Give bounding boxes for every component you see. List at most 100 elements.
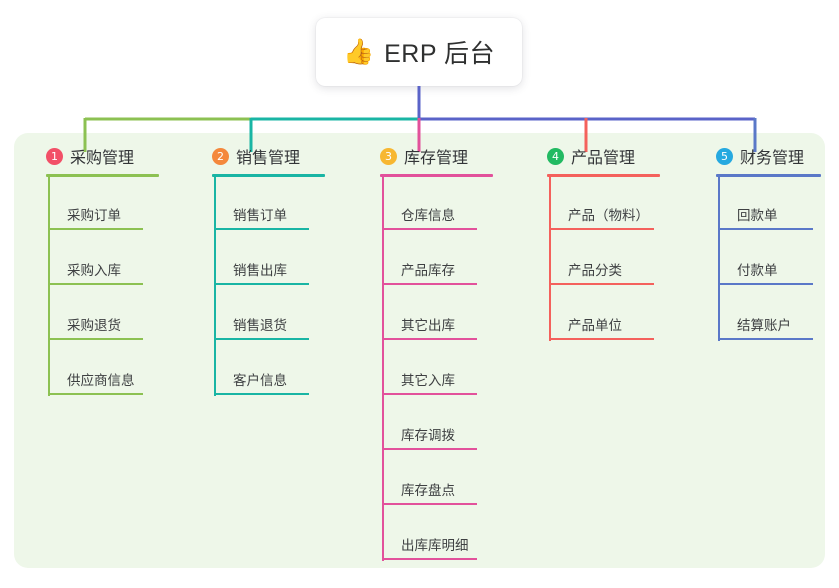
branch-column-3: 3 库存管理仓库信息产品库存其它出库其它入库库存调拨库存盘点出库库明细 [366,143,526,562]
branch-header-1[interactable]: 1 采购管理 [32,143,192,169]
leaf-item-label: 产品分类 [568,263,622,278]
branch-header-5[interactable]: 5 财务管理 [702,143,839,169]
branch-spine-3 [382,177,384,561]
leaf-item[interactable]: 结算账户 [702,287,839,342]
leaf-item-underline [382,448,477,450]
leaf-item-label: 销售退货 [233,318,287,333]
leaf-item-label: 销售出库 [233,263,287,278]
leaf-item-label: 产品单位 [568,318,622,333]
branch-column-1: 1 采购管理采购订单采购入库采购退货供应商信息 [32,143,192,397]
leaf-item-underline [48,393,143,395]
leaf-item[interactable]: 产品库存 [366,232,526,287]
branch-header-4[interactable]: 4 产品管理 [533,143,693,169]
branch-underline-3 [380,174,493,177]
branch-items-3: 仓库信息产品库存其它出库其它入库库存调拨库存盘点出库库明细 [366,177,526,562]
diagram-panel [14,133,825,568]
leaf-item[interactable]: 供应商信息 [32,342,192,397]
branch-underline-5 [716,174,821,177]
branch-spine-4 [549,177,551,341]
leaf-item-underline [718,338,813,340]
leaf-item[interactable]: 销售出库 [198,232,358,287]
leaf-item-label: 库存调拨 [401,428,455,443]
leaf-item-underline [382,503,477,505]
branch-title-2: 销售管理 [236,150,301,167]
branch-column-2: 2 销售管理销售订单销售出库销售退货客户信息 [198,143,358,397]
leaf-item-label: 采购退货 [67,318,121,333]
leaf-item[interactable]: 产品（物料） [533,177,693,232]
leaf-item-label: 库存盘点 [401,483,455,498]
branch-title-1: 采购管理 [70,150,135,167]
branch-items-4: 产品（物料） 产品分类产品单位 [533,177,693,342]
branch-spine-5 [718,177,720,341]
leaf-item[interactable]: 出库库明细 [366,507,526,562]
leaf-item-label: 销售订单 [233,208,287,223]
leaf-item-underline [718,283,813,285]
leaf-item-underline [382,338,477,340]
leaf-item-label: 产品库存 [401,263,455,278]
branch-title-4: 产品管理 [571,150,636,167]
branch-underline-2 [212,174,325,177]
leaf-item-label: 其它入库 [401,373,455,388]
leaf-item[interactable]: 销售订单 [198,177,358,232]
leaf-item-label: 结算账户 [737,318,791,333]
leaf-item-underline [382,393,477,395]
branch-underline-1 [46,174,159,177]
branch-badge-5: 5 [716,147,733,165]
branch-badge-4: 4 [547,147,564,165]
leaf-item[interactable]: 库存调拨 [366,397,526,452]
leaf-item[interactable]: 其它出库 [366,287,526,342]
root-node-card[interactable]: 👍 ERP 后台 [316,18,522,86]
leaf-item-underline [549,283,654,285]
leaf-item-label: 出库库明细 [401,538,469,553]
leaf-item[interactable]: 回款单 [702,177,839,232]
branch-header-2[interactable]: 2 销售管理 [198,143,358,169]
leaf-item[interactable]: 采购退货 [32,287,192,342]
branch-badge-3: 3 [380,147,397,165]
leaf-item[interactable]: 客户信息 [198,342,358,397]
branch-title-3: 库存管理 [404,150,469,167]
leaf-item-underline [382,283,477,285]
leaf-item-underline [214,228,309,230]
leaf-item-label: 采购入库 [67,263,121,278]
leaf-item-label: 回款单 [737,208,778,223]
branch-underline-4 [547,174,660,177]
leaf-item[interactable]: 产品单位 [533,287,693,342]
leaf-item[interactable]: 其它入库 [366,342,526,397]
leaf-item-underline [214,393,309,395]
branch-column-4: 4 产品管理产品（物料） 产品分类产品单位 [533,143,693,342]
leaf-item-label: 其它出库 [401,318,455,333]
branch-title-5: 财务管理 [740,150,805,167]
leaf-item-underline [214,338,309,340]
leaf-item-underline [382,558,477,560]
leaf-item[interactable]: 仓库信息 [366,177,526,232]
branch-column-5: 5 财务管理回款单付款单结算账户 [702,143,839,342]
leaf-item-label: 采购订单 [67,208,121,223]
leaf-item[interactable]: 销售退货 [198,287,358,342]
leaf-item-underline [48,338,143,340]
leaf-item-label: 客户信息 [233,373,287,388]
branch-badge-1: 1 [46,147,63,165]
leaf-item[interactable]: 采购入库 [32,232,192,287]
root-node-title: ERP 后台 [384,40,496,68]
branch-badge-2: 2 [212,147,229,165]
leaf-item[interactable]: 采购订单 [32,177,192,232]
branch-header-3[interactable]: 3 库存管理 [366,143,526,169]
branch-items-2: 销售订单销售出库销售退货客户信息 [198,177,358,397]
leaf-item[interactable]: 产品分类 [533,232,693,287]
leaf-item[interactable]: 库存盘点 [366,452,526,507]
leaf-item-underline [549,338,654,340]
leaf-item-underline [549,228,654,230]
leaf-item-underline [382,228,477,230]
leaf-item-underline [48,228,143,230]
leaf-item[interactable]: 付款单 [702,232,839,287]
branch-items-5: 回款单付款单结算账户 [702,177,839,342]
thumbs-up-icon: 👍 [342,37,375,66]
leaf-item-label: 供应商信息 [67,373,135,388]
leaf-item-label: 仓库信息 [401,208,455,223]
branch-spine-1 [48,177,50,396]
branch-spine-2 [214,177,216,396]
leaf-item-underline [48,283,143,285]
leaf-item-label: 产品（物料） [568,208,649,223]
leaf-item-underline [214,283,309,285]
branch-items-1: 采购订单采购入库采购退货供应商信息 [32,177,192,397]
